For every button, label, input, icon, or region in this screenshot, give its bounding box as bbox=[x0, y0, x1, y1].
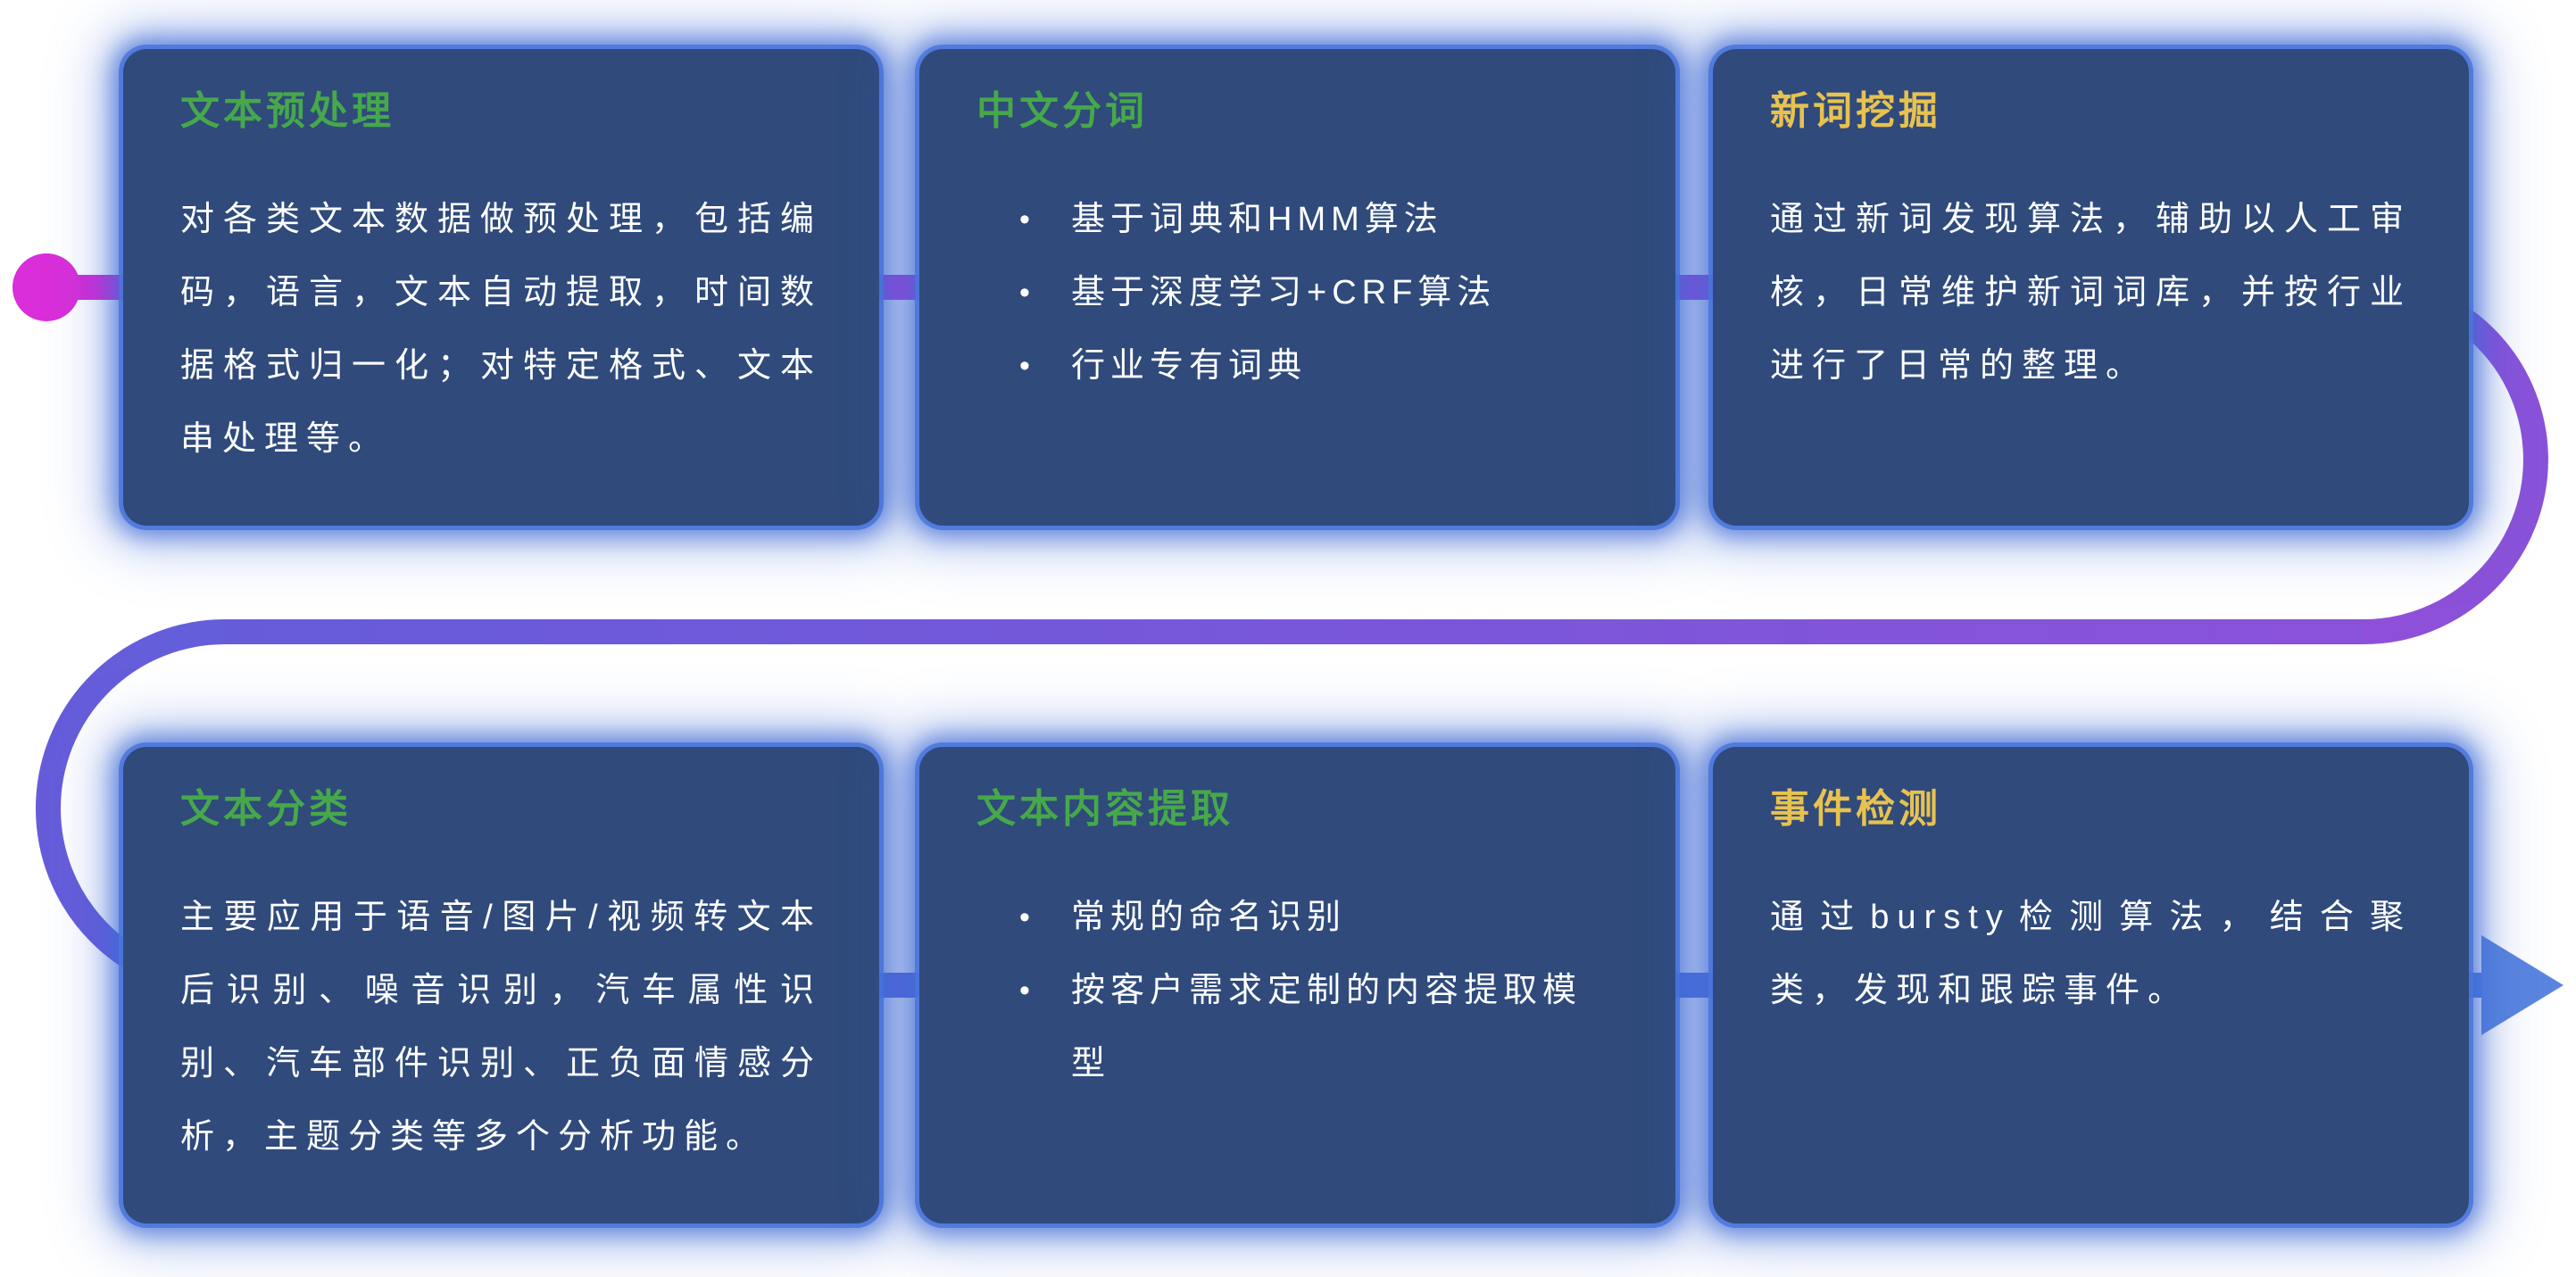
bullet-text: 基于词典和HMM算法 bbox=[1071, 201, 1443, 238]
bullet-item: • 按客户需求定制的内容提取模型 bbox=[976, 954, 1618, 1100]
card-bullet-list: • 基于词典和HMM算法 • 基于深度学习+CRF算法 • 行业专有词典 bbox=[976, 183, 1618, 402]
card-body: 主要应用于语音/图片/视频转文本后识别、噪音识别，汽车属性识别、汽车部件识别、正… bbox=[180, 899, 822, 1156]
bullet-item: • 基于深度学习+CRF算法 bbox=[976, 256, 1618, 329]
card-title: 中文分词 bbox=[976, 89, 1148, 133]
card-title: 事件检测 bbox=[1770, 787, 1941, 831]
card-body: 通过bursty检测算法，结合聚类，发现和跟踪事件。 bbox=[1770, 899, 2412, 1009]
bullet-item: • 行业专有词典 bbox=[976, 329, 1618, 402]
card-title: 文本预处理 bbox=[180, 89, 395, 133]
card-text-classification: 文本分类 主要应用于语音/图片/视频转文本后识别、噪音识别，汽车属性识别、汽车部… bbox=[123, 747, 879, 1223]
card-new-word-mining: 新词挖掘 通过新词发现算法，辅助以人工审核，日常维护新词词库，并按行业进行了日常… bbox=[1713, 49, 2469, 526]
card-bullet-list: • 常规的命名识别 • 按客户需求定制的内容提取模型 bbox=[976, 881, 1618, 1100]
card-chinese-word-segmentation: 中文分词 • 基于词典和HMM算法 • 基于深度学习+CRF算法 • 行业专有词… bbox=[919, 49, 1675, 526]
bullet-item: • 常规的命名识别 bbox=[976, 881, 1618, 954]
bullet-text: 基于深度学习+CRF算法 bbox=[1071, 274, 1497, 311]
bullet-text: 行业专有词典 bbox=[1071, 347, 1308, 385]
bullet-text: 常规的命名识别 bbox=[1071, 899, 1347, 936]
card-text-preprocessing: 文本预处理 对各类文本数据做预处理，包括编码，语言，文本自动提取，时间数据格式归… bbox=[123, 49, 879, 526]
flow-arrow-icon bbox=[2481, 935, 2564, 1035]
bullet-dot-icon: • bbox=[1019, 349, 1035, 383]
card-event-detection: 事件检测 通过bursty检测算法，结合聚类，发现和跟踪事件。 bbox=[1713, 747, 2469, 1223]
card-title: 文本内容提取 bbox=[976, 787, 1234, 831]
card-text-content-extraction: 文本内容提取 • 常规的命名识别 • 按客户需求定制的内容提取模型 bbox=[919, 747, 1675, 1223]
card-body: 通过新词发现算法，辅助以人工审核，日常维护新词词库，并按行业进行了日常的整理。 bbox=[1770, 201, 2412, 385]
card-body: 对各类文本数据做预处理，包括编码，语言，文本自动提取，时间数据格式归一化；对特定… bbox=[180, 201, 822, 458]
bullet-dot-icon: • bbox=[1019, 203, 1035, 236]
bullet-text: 按客户需求定制的内容提取模型 bbox=[1071, 972, 1583, 1082]
bullet-dot-icon: • bbox=[1019, 974, 1035, 1008]
bullet-dot-icon: • bbox=[1019, 276, 1035, 310]
card-title: 文本分类 bbox=[180, 787, 352, 831]
card-title: 新词挖掘 bbox=[1770, 89, 1941, 133]
flow-start-dot-icon bbox=[12, 253, 80, 321]
bullet-item: • 基于词典和HMM算法 bbox=[976, 183, 1618, 256]
bullet-dot-icon: • bbox=[1019, 900, 1035, 934]
